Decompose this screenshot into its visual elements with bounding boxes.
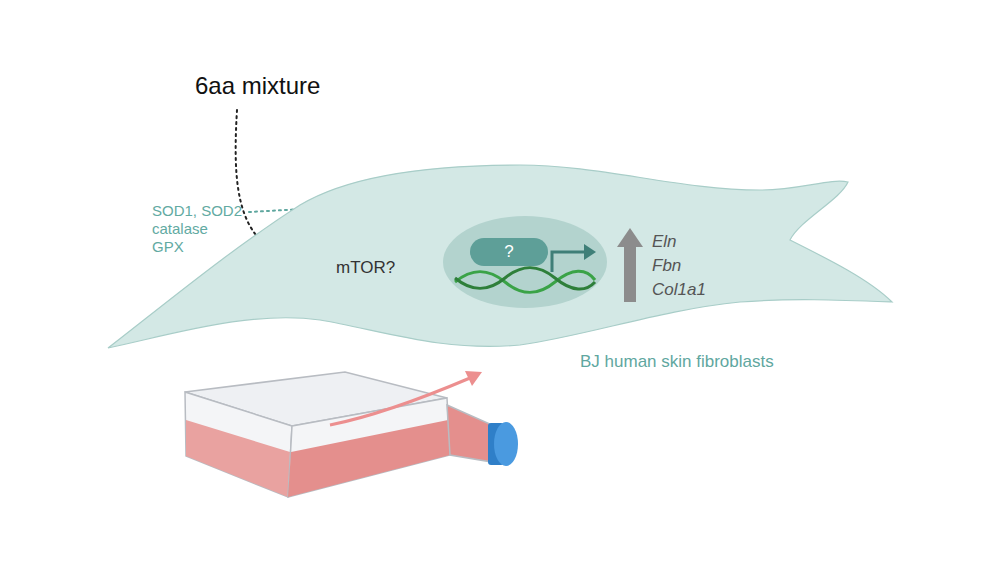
node-text: SOD1, SOD2 catalase GPX [152,202,243,256]
cell-type-label: BJ human skin fibroblasts [580,352,774,372]
gene-list: Eln Fbn Col1a1 [652,230,706,302]
input-label: 6aa mixture [195,72,365,106]
fibroblast-cell [100,160,900,375]
node-text: 6aa mixture [195,72,365,101]
transcription-factor: ? [470,238,548,266]
node-text: mTOR? [336,258,400,278]
enzyme-list: SOD1, SOD2 catalase GPX [152,202,243,258]
node-text: ? [504,242,513,262]
pathway-label: mTOR? [336,258,400,280]
cell-outline: BJ human skin fibroblasts SOD1, SOD2 cata… [100,160,900,375]
